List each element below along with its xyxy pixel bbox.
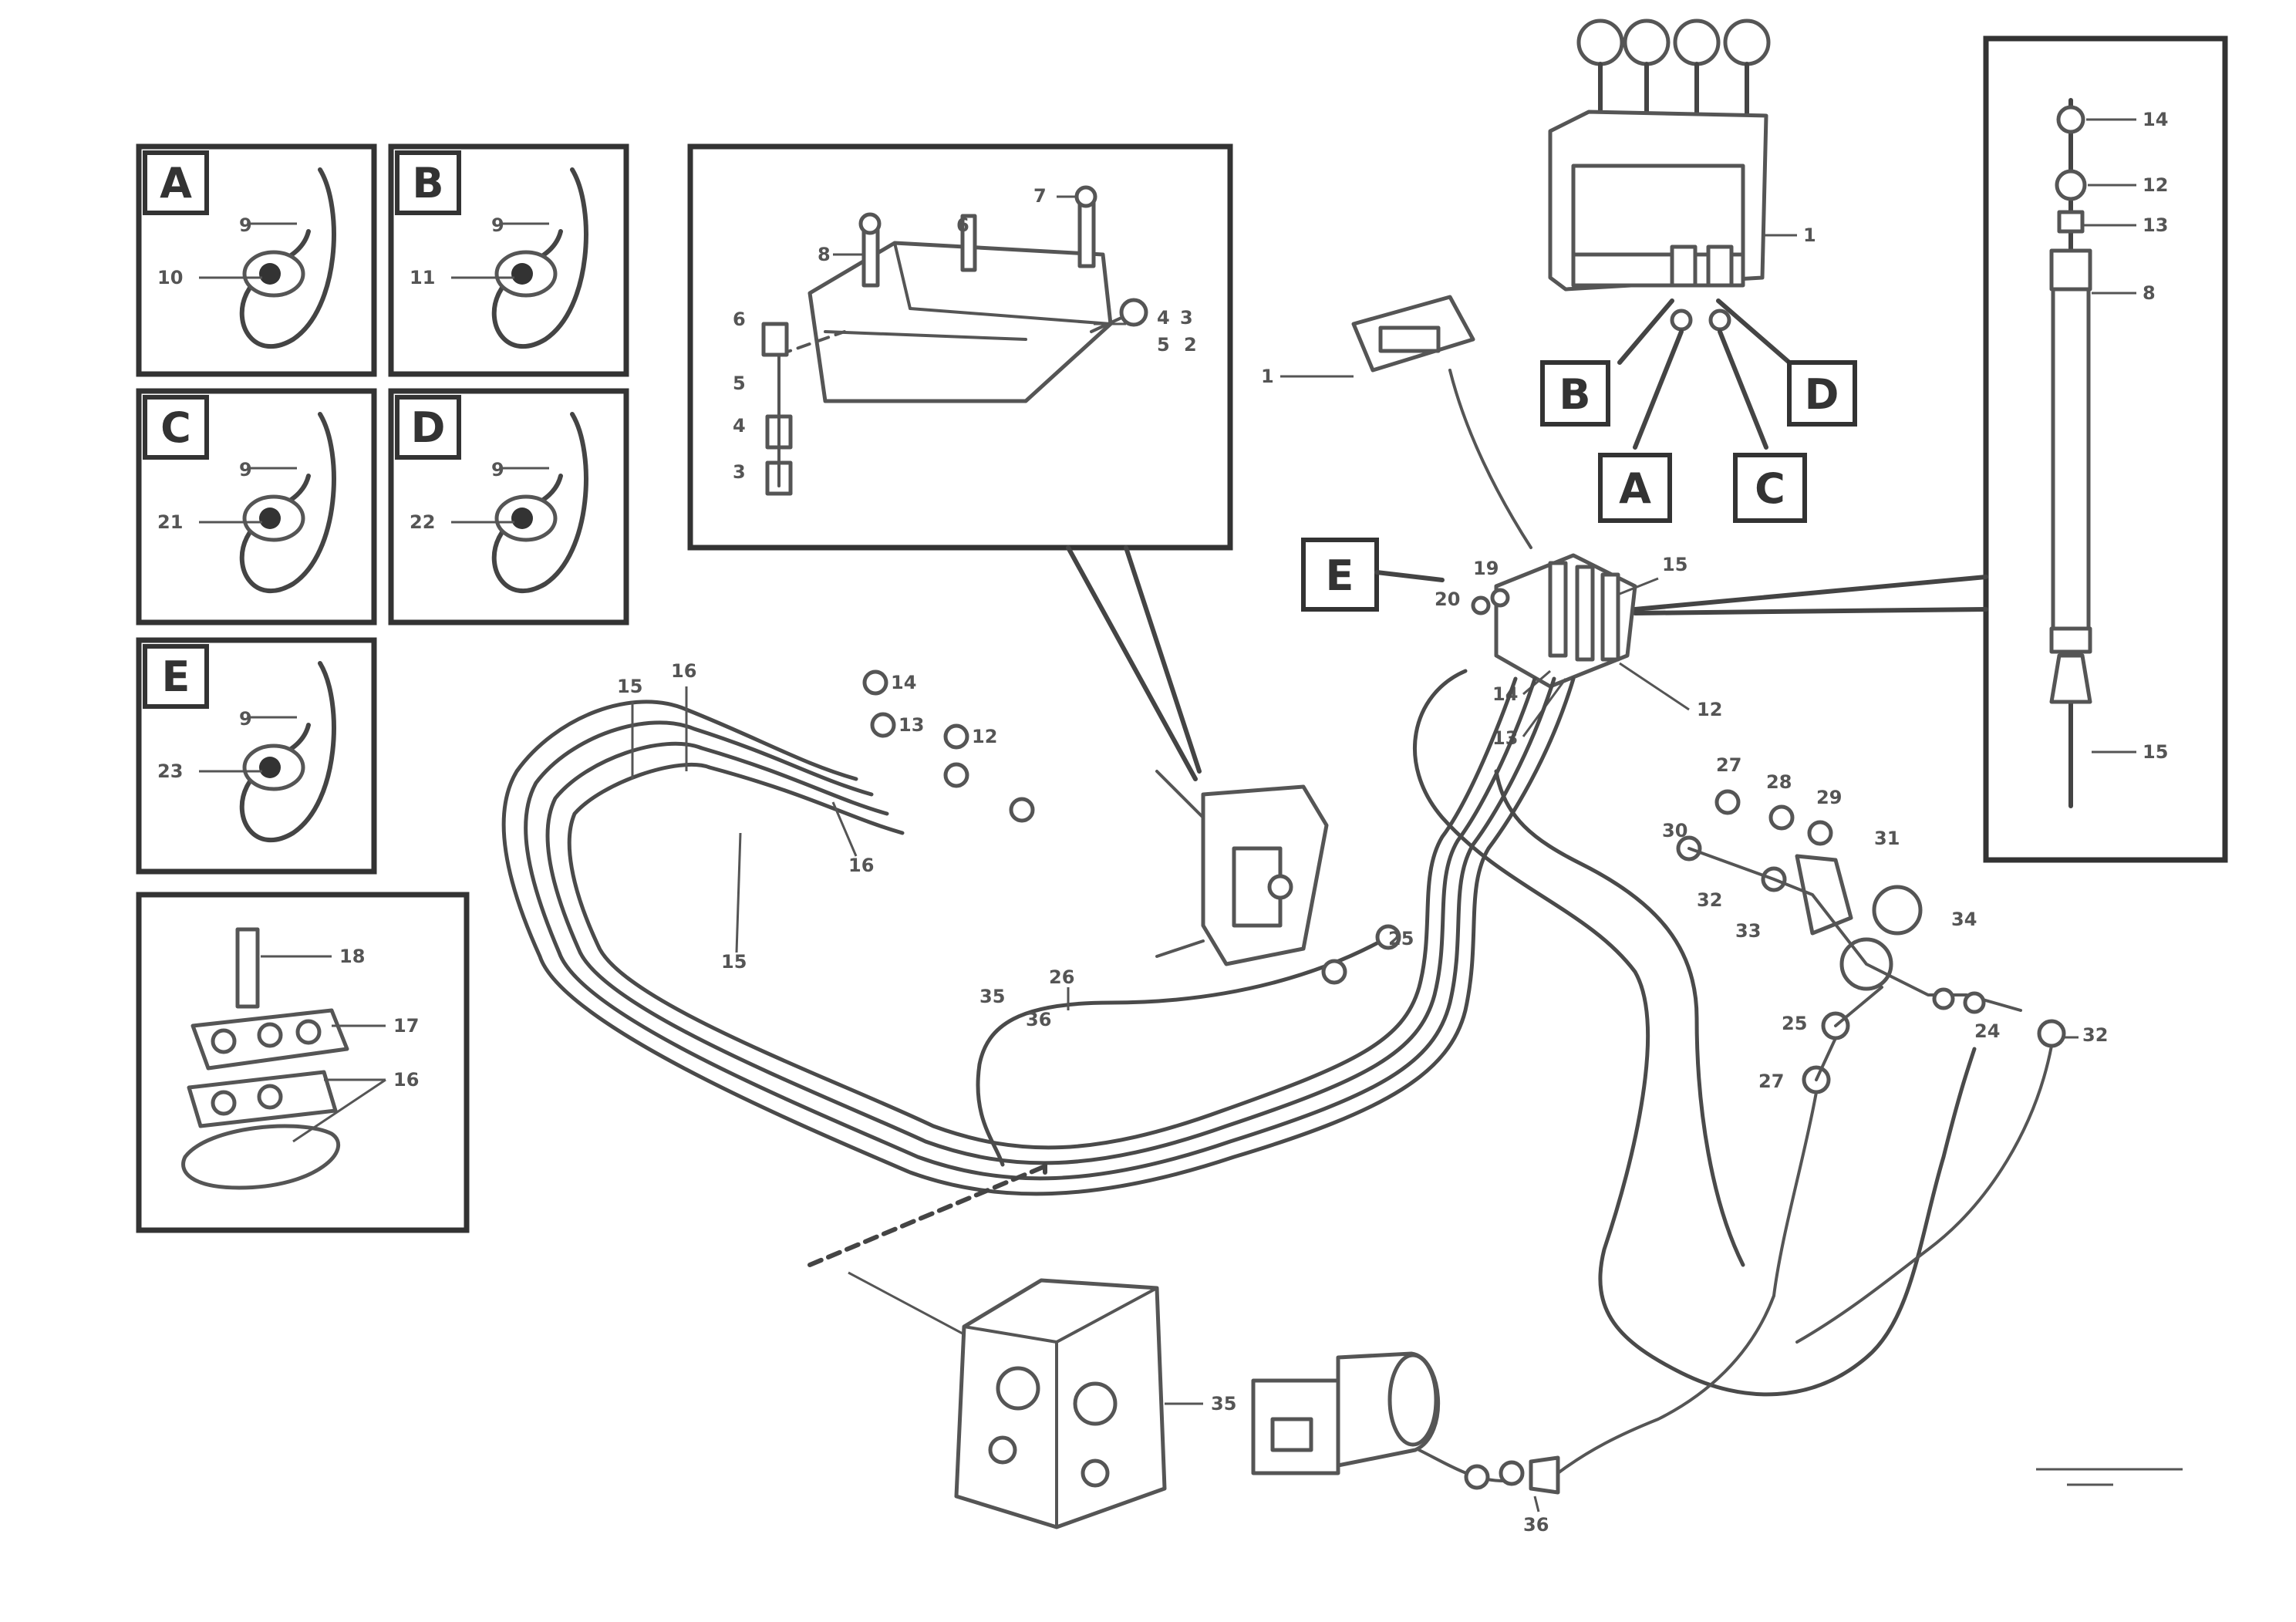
callout: 35 (1211, 1393, 1236, 1415)
detail-letter: D (411, 403, 446, 452)
callout: 14 (891, 672, 916, 693)
callout: 30 (1662, 820, 1687, 841)
callout: 25 (1782, 1013, 1807, 1034)
port-ref-b: B (1559, 370, 1590, 419)
callout: 16 (393, 1069, 419, 1091)
callout: 4 (1157, 307, 1170, 329)
callout: 11 (410, 267, 435, 288)
callout: 17 (393, 1015, 419, 1037)
callout: 1 (1803, 224, 1816, 246)
port-ref-d: D (1805, 370, 1839, 419)
callout: 3 (733, 461, 746, 483)
detail-letter: E (162, 653, 190, 701)
callout: 3 (1180, 307, 1193, 329)
callout: 5 (1157, 334, 1170, 356)
callout: 27 (1716, 754, 1741, 776)
detail-view-d: D 9 22 (388, 388, 629, 626)
main-assembly: 1 E 19 20 15 14 13 12 15 (501, 295, 2108, 1536)
callout: 8 (818, 244, 831, 265)
callout: 22 (410, 511, 435, 533)
callout: 13 (899, 714, 924, 736)
callout: 29 (1816, 787, 1842, 808)
callout: 15 (2143, 741, 2168, 763)
callout: 9 (239, 708, 252, 730)
callout: 36 (1523, 1514, 1549, 1536)
detail-view-b: B 9 11 (388, 143, 629, 377)
callout: 20 (1435, 588, 1460, 610)
callout: 7 (1033, 185, 1047, 207)
valve-stack-detail: 14 12 13 8 15 (1633, 35, 2228, 863)
callout: 15 (617, 676, 642, 697)
port-ref-a: A (1619, 464, 1651, 513)
callout: 28 (1766, 771, 1792, 793)
clamp-detail: 18 17 16 (136, 892, 470, 1233)
callout: 24 (1974, 1020, 2000, 1042)
callout: 8 (2143, 282, 2156, 304)
callout: 12 (1697, 699, 1722, 720)
callout: 26 (1049, 966, 1074, 988)
callout: 25 (1388, 928, 1414, 949)
callout: 4 (733, 415, 746, 437)
detail-letter: B (412, 159, 443, 207)
detail-letter: C (160, 403, 191, 452)
callout: 16 (671, 660, 696, 682)
joystick-view: 1 B D A C (1540, 19, 1857, 523)
callout: 15 (1662, 554, 1687, 575)
callout: 9 (491, 214, 504, 236)
callout: 21 (157, 511, 183, 533)
port-ref-c: C (1755, 464, 1785, 513)
callout: 13 (2143, 214, 2168, 236)
callout: 6 (733, 309, 746, 330)
callout: 6 (956, 214, 969, 236)
callout: 23 (157, 760, 183, 782)
callout: 19 (1473, 558, 1499, 579)
callout: 33 (1735, 920, 1761, 942)
detail-letter: A (160, 159, 192, 207)
callout: 31 (1874, 828, 1900, 849)
callout: 32 (2082, 1024, 2108, 1046)
detail-view-c: C 9 21 (136, 388, 377, 626)
callout: 18 (339, 946, 365, 967)
callout: 2 (1184, 334, 1197, 356)
callout: 15 (721, 951, 747, 973)
callout: 12 (2143, 174, 2168, 196)
callout: 10 (157, 267, 183, 288)
detail-view-e: E 9 23 (136, 637, 377, 875)
callout: 32 (1697, 889, 1722, 911)
callout: 1 (1261, 366, 1274, 387)
callout: 35 (979, 986, 1005, 1007)
callout: 34 (1951, 909, 1977, 930)
callout: 27 (1758, 1071, 1784, 1092)
valve-detail: 7 6 8 4 5 3 6 5 4 3 2 (687, 143, 1233, 781)
callout: 16 (848, 855, 874, 876)
document-number (2036, 1468, 2183, 1486)
detail-ref-e: E (1326, 551, 1354, 600)
callout: 9 (491, 459, 504, 481)
callout: 9 (239, 459, 252, 481)
callout: 12 (972, 726, 997, 747)
callout: 5 (733, 373, 746, 394)
callout: 36 (1026, 1009, 1051, 1030)
detail-view-a: A 9 10 (136, 143, 377, 377)
callout: 14 (2143, 109, 2168, 130)
callout: 9 (239, 214, 252, 236)
